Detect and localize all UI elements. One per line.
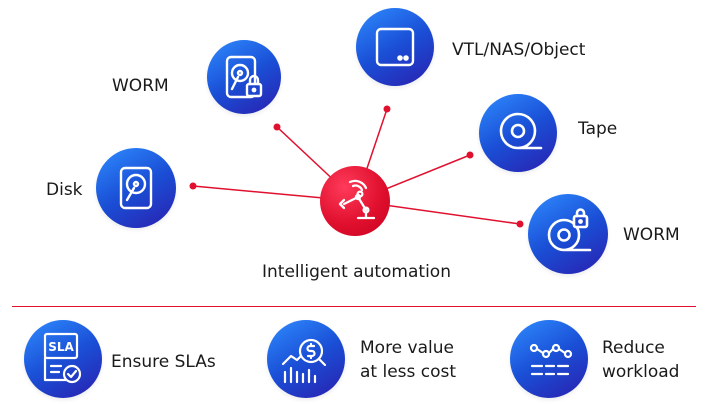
vtl-node [356,8,434,86]
hard-disk-lock-icon [225,55,263,99]
more-value-label-line1: More value [360,338,454,358]
tape-node [479,94,557,172]
svg-text:SLA: SLA [48,340,74,354]
workflow-list-icon [529,343,573,376]
sla-document-check-icon: SLA [43,332,82,384]
storage-appliance-icon [375,27,415,67]
tape-label: Tape [578,119,618,139]
tape-lock-icon [547,208,592,252]
worm-disk-node [207,40,281,114]
section-divider [12,306,696,307]
worm-disk-label: WORM [112,76,169,96]
reduce-workload-label-line2: workload [602,362,680,382]
reduce-workload-label-line1: Reduce [602,338,665,358]
automation-hub [320,166,390,236]
disk-label: Disk [46,180,83,200]
cost-magnifier-chart-icon [281,338,327,384]
robot-arm-icon [338,179,376,220]
worm-tape-label: WORM [623,225,680,245]
reduce-workload-node [510,320,588,398]
vtl-label: VTL/NAS/Object [452,40,586,60]
more-value-node [267,320,345,398]
worm-tape-node [528,194,608,274]
hub-label: Intelligent automation [262,262,451,282]
more-value-label-line2: at less cost [360,362,457,382]
hard-disk-icon [119,166,153,210]
ensure-slas-node: SLA [24,320,102,398]
ensure-slas-label: Ensure SLAs [111,352,216,372]
disk-node [96,148,176,228]
tape-icon [499,112,543,150]
